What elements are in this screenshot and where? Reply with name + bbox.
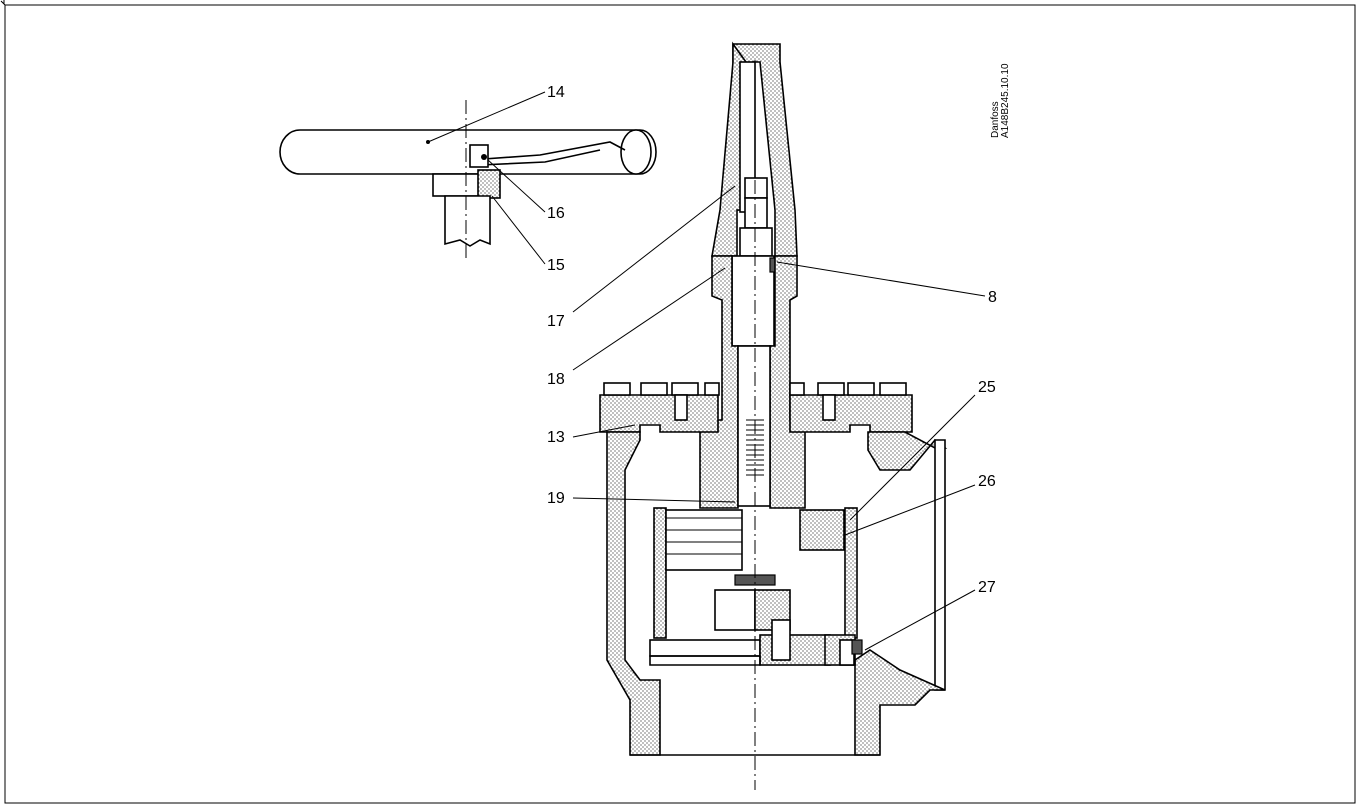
leader-lines: [572, 185, 986, 651]
callout-8: 8: [988, 289, 997, 306]
callout-26: 26: [978, 473, 996, 490]
drawing-code: A148B245.10.10: [1000, 63, 1011, 138]
callout-27: 27: [978, 579, 996, 596]
drawing-border: [4, 4, 1356, 804]
callout-15: 15: [547, 257, 565, 274]
callout-18: 18: [547, 371, 565, 388]
brand-block: Danfoss A148B245.10.10: [990, 63, 1011, 138]
callout-16: 16: [547, 205, 565, 222]
corner-mark: [0, 0, 6, 6]
handwheel-detail: [279, 91, 657, 265]
callout-17: 17: [547, 313, 565, 330]
brand-name: Danfoss: [990, 101, 1001, 138]
callout-19: 19: [547, 490, 565, 507]
callout-labels: 14 15 16 17 8 18 13 25 19 26 27: [547, 84, 997, 596]
valve-body: [599, 41, 948, 790]
callout-25: 25: [978, 379, 996, 396]
callout-14: 14: [547, 84, 565, 101]
callout-13: 13: [547, 429, 565, 446]
